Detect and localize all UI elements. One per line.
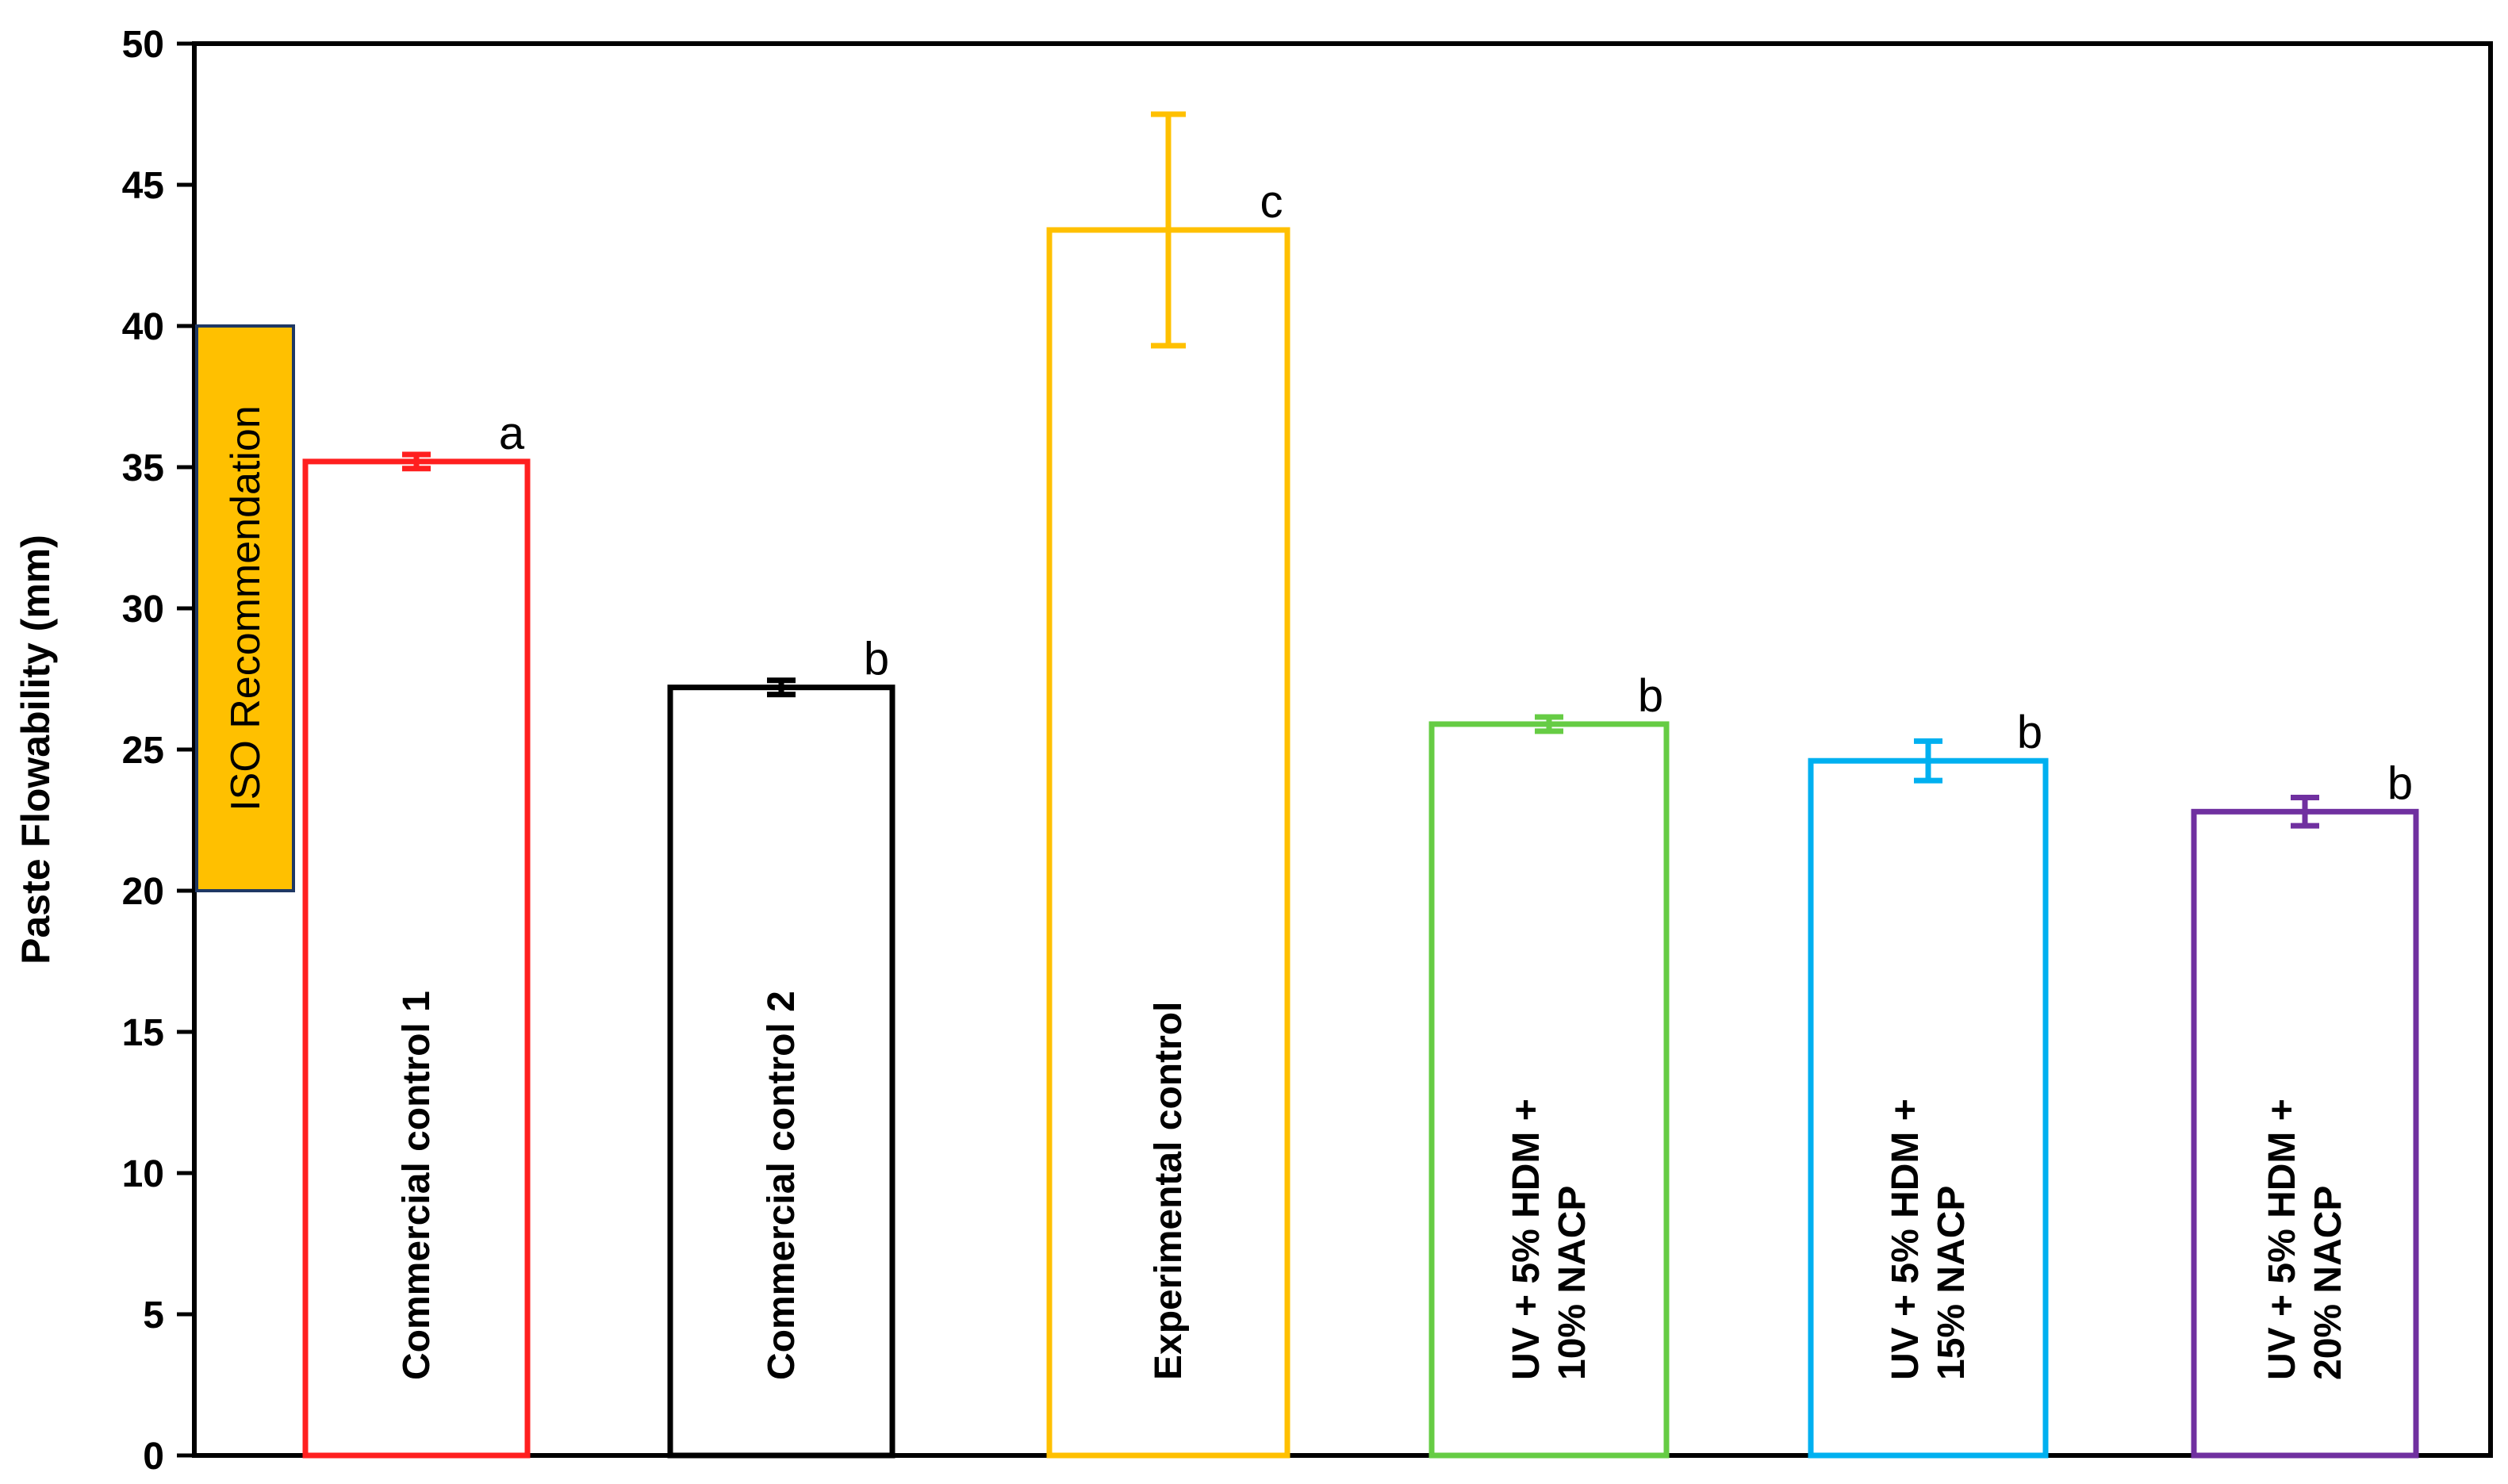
- significance-letter: b: [1638, 670, 1663, 722]
- category-label: UV + 5% HDM +: [2261, 1099, 2303, 1380]
- y-tick-label: 0: [143, 1436, 164, 1478]
- iso-band-rect: [195, 324, 295, 892]
- category-label: Commercial control 2: [761, 991, 803, 1380]
- bar-group: b UV + 5% HDM +15% NACP: [1808, 707, 2049, 1459]
- category-label: UV + 5% HDM +: [1885, 1099, 1927, 1380]
- bar: [1428, 721, 1670, 1459]
- category-label: 15% NACP: [1931, 1186, 1973, 1380]
- y-tick-label: 45: [122, 165, 164, 207]
- y-tick-label: 5: [143, 1294, 164, 1336]
- y-tick-label: 40: [122, 306, 164, 348]
- y-tick-label: 25: [122, 730, 164, 772]
- significance-letter: c: [1260, 176, 1283, 228]
- significance-letter: a: [499, 408, 525, 459]
- significance-letter: b: [864, 634, 889, 685]
- y-tick-label: 10: [122, 1153, 164, 1195]
- category-label: UV + 5% HDM +: [1505, 1099, 1547, 1380]
- plot-frame: [192, 41, 2493, 1458]
- y-axis-label: Paste Flowability (mm): [13, 535, 58, 964]
- axes: 0 5 10 15 20 25 30 35 40 45 50: [122, 24, 2493, 1478]
- category-label: Experimental control: [1148, 1002, 1190, 1380]
- category-label: Commercial control 1: [396, 991, 438, 1380]
- y-tick-label: 15: [122, 1012, 164, 1054]
- bar-group: b UV + 5% HDM +20% NACP: [2191, 757, 2419, 1459]
- y-tick-label: 30: [122, 589, 164, 631]
- significance-letter: b: [2387, 757, 2413, 809]
- significance-letter: b: [2017, 707, 2042, 758]
- iso-band-label: ISO Recommendation: [223, 405, 269, 811]
- y-tick-label: 35: [122, 447, 164, 489]
- iso-recommendation-band: ISO Recommendation: [195, 324, 295, 892]
- bar: [2191, 808, 2419, 1459]
- y-tick-label: 20: [122, 871, 164, 913]
- category-label: 10% NACP: [1551, 1186, 1593, 1380]
- y-tick-label: 50: [122, 24, 164, 66]
- bar-group: b UV + 5% HDM +10% NACP: [1428, 670, 1670, 1459]
- bar: [1808, 757, 2049, 1459]
- category-label: 20% NACP: [2307, 1186, 2349, 1380]
